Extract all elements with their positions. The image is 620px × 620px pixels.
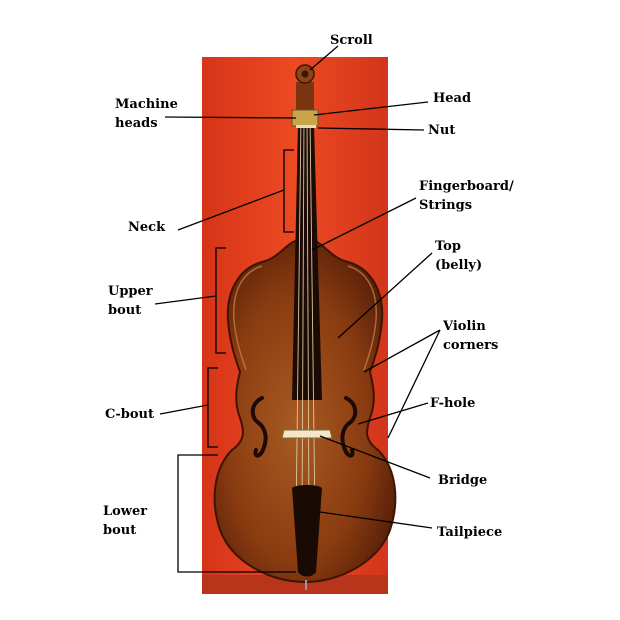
bridge (281, 429, 333, 439)
label-lower-bout-line1: Lower (103, 504, 147, 519)
label-machine-heads-line1: Machine (115, 97, 178, 112)
leader-lines (154, 45, 441, 573)
string-3 (306, 117, 310, 521)
label-tailpiece: Tailpiece (437, 525, 502, 540)
label-machine-heads: Machine heads (115, 97, 182, 131)
label-head: Head (433, 91, 471, 106)
floor-shadow (202, 575, 388, 594)
label-fingerboard-strings: Fingerboard/ Strings (419, 179, 518, 213)
f-hole-right (340, 396, 358, 458)
fingerboard (292, 125, 322, 400)
string-2 (301, 117, 305, 521)
string-1 (295, 117, 302, 521)
label-upper-bout-line2: bout (108, 303, 141, 318)
label-neck: Neck (128, 220, 166, 235)
label-c-bout: C-bout (105, 407, 154, 422)
label-top-belly: Top (belly) (435, 239, 482, 273)
nut (296, 125, 316, 128)
label-scroll: Scroll (330, 33, 373, 48)
label-fingerboard-line1: Fingerboard/ (419, 179, 514, 194)
label-top-line1: Top (435, 239, 461, 254)
string-4 (309, 117, 316, 521)
label-violin-corners-line2: corners (443, 338, 498, 353)
label-lower-bout: Lower bout (103, 504, 152, 538)
label-nut: Nut (428, 123, 455, 138)
label-upper-bout-line1: Upper (108, 284, 153, 299)
f-hole-left (250, 396, 268, 458)
tailpiece (292, 485, 322, 577)
label-violin-corners-line1: Violin (442, 319, 486, 334)
label-f-hole: F-hole (430, 396, 475, 411)
label-bridge: Bridge (438, 473, 487, 488)
body-edge-highlight (233, 265, 377, 371)
label-upper-bout: Upper bout (108, 284, 157, 318)
label-fingerboard-line2: Strings (419, 198, 472, 213)
label-machine-heads-line2: heads (115, 116, 158, 131)
label-top-line2: (belly) (435, 258, 482, 273)
label-violin-corners: Violin corners (442, 319, 498, 353)
label-lower-bout-line2: bout (103, 523, 136, 538)
scroll-eye (301, 70, 309, 78)
